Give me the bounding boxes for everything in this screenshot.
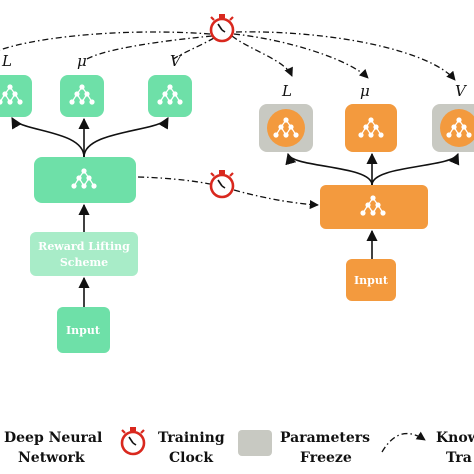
legend-clock-icon bbox=[120, 425, 146, 456]
teacher-trunk bbox=[34, 157, 136, 203]
input-right-text: Input bbox=[354, 274, 389, 287]
legend-dnn-line2: Network bbox=[18, 450, 85, 466]
label-v-right: V bbox=[455, 82, 468, 100]
reward-line2: Scheme bbox=[60, 256, 108, 269]
legend-transfer-arrow bbox=[381, 431, 426, 453]
legend-freeze-line1: Parameters bbox=[280, 430, 370, 446]
transfer-mid-a bbox=[137, 176, 211, 185]
label-mu-left: μ bbox=[77, 52, 87, 70]
student-head-l bbox=[259, 104, 313, 152]
transfer-arcs bbox=[0, 31, 456, 81]
label-l-right: L bbox=[281, 82, 292, 100]
label-mu-right: μ bbox=[360, 82, 370, 100]
legend-dnn-line1: Deep Neural bbox=[4, 430, 102, 446]
training-clock-mid bbox=[209, 168, 235, 199]
legend: Deep Neural Network Training Clock Param… bbox=[4, 425, 474, 466]
legend-clock-line1: Training bbox=[158, 430, 225, 446]
reward-lifting-box: Reward Lifting Scheme bbox=[30, 232, 138, 276]
legend-freeze-line2: Freeze bbox=[300, 450, 352, 466]
transfer-mid-b bbox=[233, 189, 319, 210]
legend-freeze-swatch bbox=[238, 430, 272, 456]
teacher-head-l bbox=[0, 75, 32, 117]
legend-transfer-line2: Tra bbox=[446, 450, 472, 466]
legend-clock-line2: Clock bbox=[169, 450, 213, 466]
legend-transfer-line1: Know bbox=[436, 430, 474, 446]
teacher-input-box: Input bbox=[57, 307, 110, 353]
student-head-v bbox=[432, 104, 474, 152]
student-input-box: Input bbox=[346, 259, 396, 301]
label-v-left: V bbox=[170, 52, 183, 70]
student-trunk bbox=[320, 185, 428, 229]
label-l-left: L bbox=[1, 52, 12, 70]
teacher-head-v bbox=[148, 75, 192, 117]
teacher-head-mu bbox=[60, 75, 104, 117]
reward-line1: Reward Lifting bbox=[38, 240, 130, 253]
training-clock-top bbox=[209, 12, 235, 43]
input-left-text: Input bbox=[66, 324, 101, 337]
student-head-mu bbox=[345, 104, 397, 152]
